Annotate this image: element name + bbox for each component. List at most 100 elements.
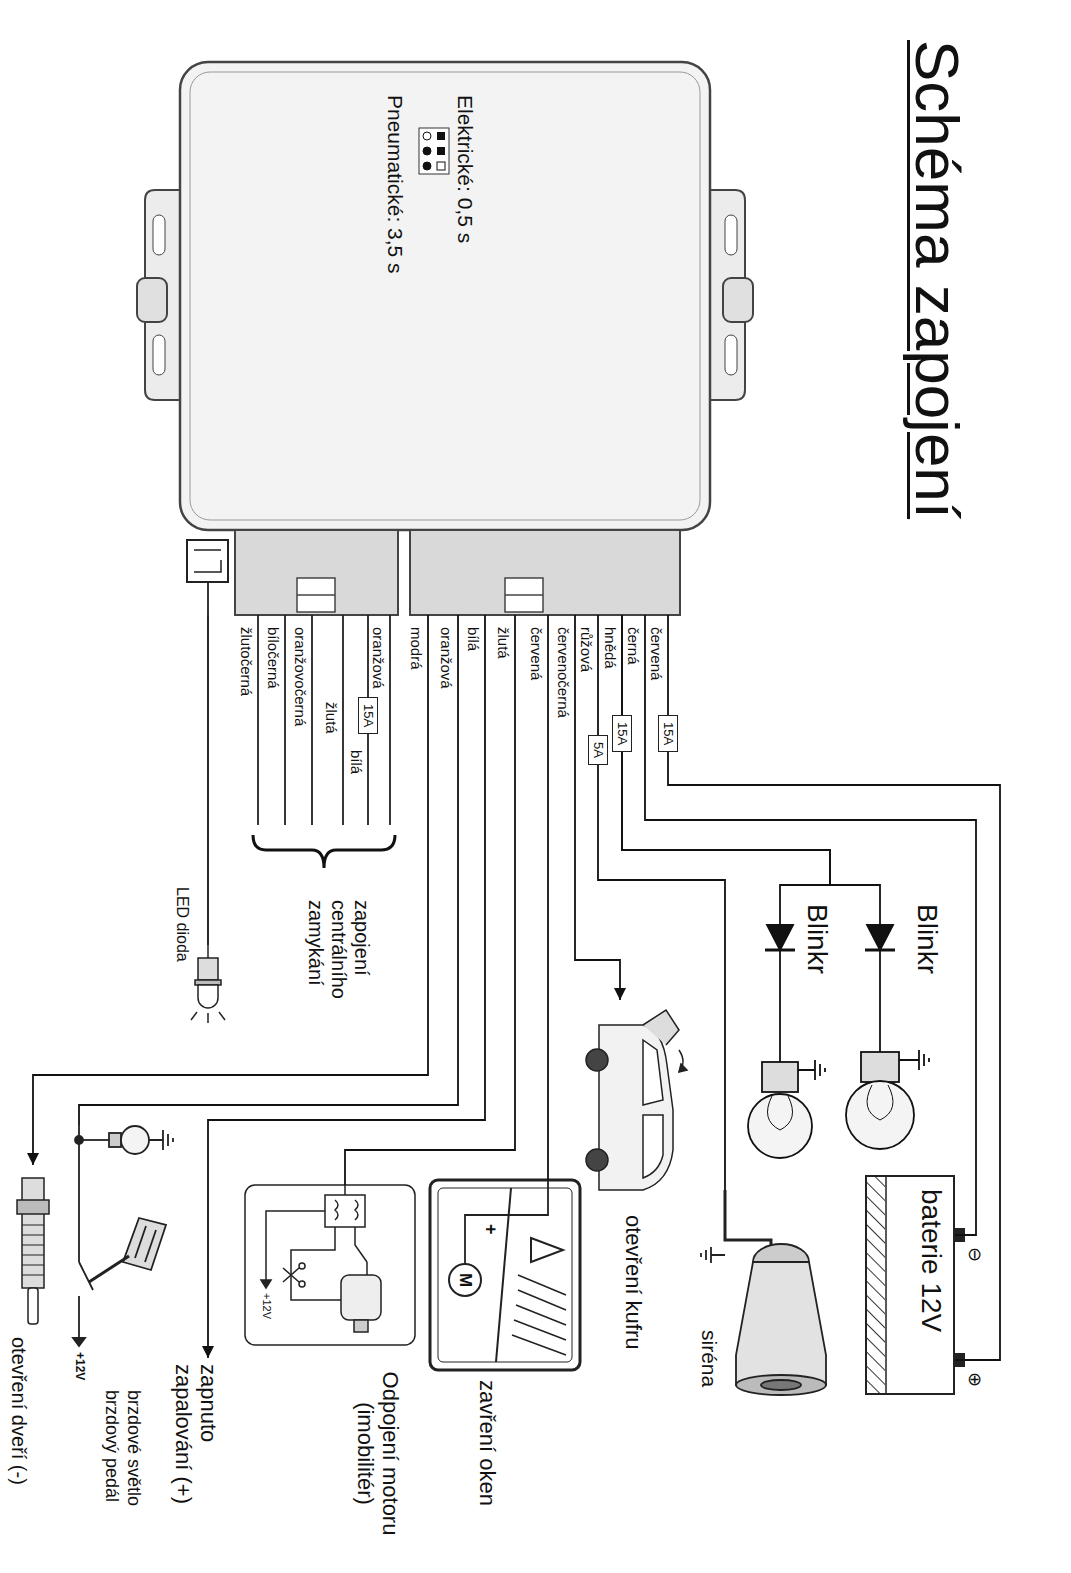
led-drawing-part	[198, 958, 218, 980]
control-unit-housing-part	[153, 215, 165, 255]
immobilizer-relay: Odpojení motoru (imobilitér)	[245, 1185, 415, 1345]
lock-wires	[258, 615, 390, 825]
control-unit: Elektrické: 0,5 s Pneumatické: 3,5 s	[180, 62, 710, 615]
turn-signal-drawing-part	[768, 1096, 793, 1130]
window-motor-drawing-part	[531, 1238, 563, 1262]
harness-connector-part	[505, 578, 543, 612]
immobilizer-drawing-part	[261, 1280, 271, 1288]
wire-color-label: oranžová	[370, 625, 387, 691]
wire-color-label: růžová	[578, 625, 595, 674]
wire-connector	[622, 615, 880, 900]
siren-drawing-part	[736, 1262, 826, 1385]
battery-drawing-part	[865, 1175, 955, 1395]
control-unit-housing-part	[723, 278, 753, 322]
symbol-label: +	[480, 1224, 501, 1235]
brake-drawing-part	[109, 1133, 121, 1147]
window-motor-drawing-part	[465, 1180, 548, 1264]
car-drawing-part	[586, 1149, 608, 1171]
node-caption: brzdové světlo	[123, 1390, 144, 1506]
window-motor-drawing	[430, 1180, 580, 1370]
wire-color-label: černá	[625, 625, 642, 667]
harness-connector-part	[207, 582, 209, 615]
wire-color-label: hnědá	[602, 625, 619, 671]
node-label: baterie 12V	[915, 1189, 947, 1332]
jumper-symbol-part	[419, 128, 449, 174]
immobilizer-drawing-part	[335, 1200, 358, 1220]
control-unit-housing	[137, 62, 753, 530]
turn-signal-drawing-part	[798, 1060, 825, 1080]
ignition-input: zapnuto zapalování (+)	[168, 1358, 223, 1533]
siren-drawing-part	[761, 1380, 801, 1390]
window-motor-drawing-part	[449, 1264, 481, 1296]
symbol-label: M	[455, 1273, 475, 1287]
brake-drawing-part	[135, 1226, 156, 1262]
node-label: siréna	[697, 1330, 721, 1387]
jumper-symbol-part	[437, 162, 445, 170]
jumper-symbol-part	[423, 162, 431, 170]
node-label: Pneumatické: 3,5 s	[383, 95, 407, 274]
immobilizer-drawing-part	[245, 1185, 415, 1345]
control-unit-housing-part	[153, 335, 165, 375]
turn-signal-drawing-part	[779, 900, 781, 925]
led-drawing-part	[207, 945, 209, 958]
siren-drawing-part	[725, 1190, 771, 1256]
siren: siréna	[693, 1190, 833, 1420]
wire-connector	[598, 615, 725, 1190]
node-caption: zavření oken	[475, 1380, 500, 1506]
wire-connector	[207, 615, 209, 945]
brake-drawing-part	[123, 1218, 166, 1270]
harness-connector-part	[410, 530, 680, 615]
node-label: Elektrické: 0,5 s	[453, 95, 477, 243]
bracket-part	[253, 835, 395, 868]
immobilizer-drawing-part	[366, 1262, 368, 1275]
car-drawing	[586, 1010, 687, 1190]
brake-drawing-part	[89, 1256, 129, 1282]
control-unit-housing-part	[190, 72, 700, 520]
turn-signal-drawing	[748, 900, 929, 1158]
turn-signal-drawing-part	[867, 1085, 893, 1120]
wire-color-label: žlutá	[323, 700, 340, 736]
immobilizer-drawing-part	[341, 1275, 381, 1320]
brake-drawing-part	[79, 1125, 93, 1338]
brake-drawing-part	[73, 1338, 85, 1346]
door-switch-drawing-part	[28, 1288, 38, 1324]
harness-connector-part	[194, 550, 221, 572]
fuse-label: 5A	[588, 735, 608, 765]
turn-signal-drawing-part	[867, 925, 893, 950]
battery-drawing	[865, 1175, 965, 1395]
window-motor-drawing-part	[512, 1275, 566, 1355]
door-switch-drawing-part	[22, 1178, 44, 1288]
door-switch-drawing	[17, 1178, 49, 1324]
control-unit-housing-part	[725, 215, 737, 255]
turn-signal: Blinkr	[837, 900, 949, 1170]
turn-signal: Blinkr	[743, 900, 835, 1175]
turn-signal-drawing-part	[748, 1094, 812, 1158]
wire-color-label: červená	[528, 625, 545, 682]
door-switch: otevření dveří (-)	[15, 1165, 51, 1330]
fuse-label: 15A	[358, 697, 378, 734]
turn-signal-drawing-part	[879, 900, 881, 925]
immobilizer-drawing	[245, 1185, 415, 1345]
node-caption: LED dioda	[173, 887, 191, 962]
harness-connector-part	[187, 540, 228, 582]
turn-signal-drawing-part	[767, 925, 793, 950]
bracket	[253, 835, 395, 868]
car-drawing-part	[679, 1064, 687, 1072]
immobilizer-drawing-part	[299, 1263, 305, 1269]
turn-signal-drawing-part	[861, 1052, 899, 1082]
fuse-label: 15A	[658, 715, 678, 752]
harness-connector	[187, 530, 680, 615]
lock-wires-part	[258, 615, 390, 825]
turn-signal-drawing-part	[846, 1081, 914, 1149]
turn-signal-drawing-part	[762, 1062, 798, 1092]
wire-connector	[208, 615, 485, 1358]
wire-connector	[668, 615, 1000, 1360]
led-drawing	[191, 945, 225, 1023]
led-drawing-part	[191, 1012, 225, 1023]
control-unit-housing-part	[180, 62, 710, 530]
turn-signal-drawing-part	[879, 950, 881, 1052]
wire-color-label: bílá	[465, 625, 482, 653]
wire-connector	[575, 615, 620, 1000]
